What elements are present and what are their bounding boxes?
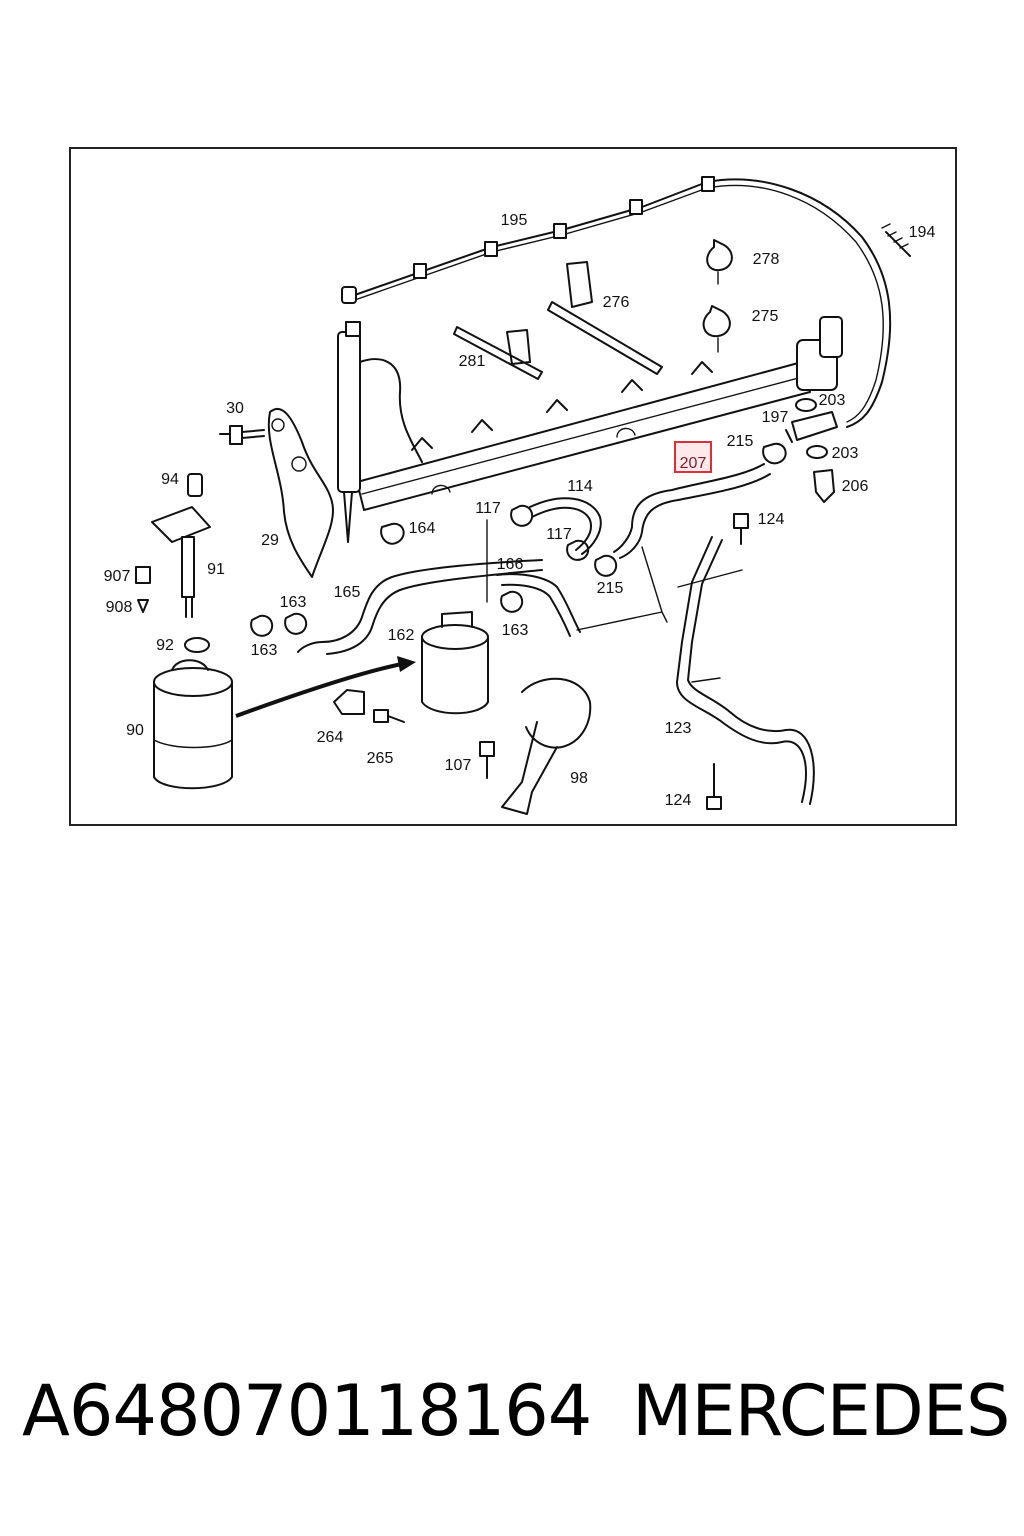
label-123: 123 xyxy=(665,720,692,737)
label-197: 197 xyxy=(762,409,789,426)
label-117-upper: 117 xyxy=(475,500,501,517)
injector xyxy=(337,321,423,543)
clamp-117a xyxy=(510,504,534,527)
highlight-box-207 xyxy=(674,441,712,473)
label-166: 166 xyxy=(497,556,524,573)
label-114: 114 xyxy=(567,478,593,495)
label-207-highlighted: 207 xyxy=(680,455,707,472)
brand-name: MERCEDES xyxy=(632,1370,1010,1452)
label-117-lower: 117 xyxy=(546,526,572,543)
label-163-upper: 163 xyxy=(280,594,307,611)
clamp-163a xyxy=(250,614,274,637)
label-92: 92 xyxy=(156,637,174,654)
hose-207 xyxy=(613,463,771,559)
parts-diagram: 195 194 278 276 275 281 30 203 197 215 2… xyxy=(69,147,957,826)
label-165: 165 xyxy=(334,584,361,601)
fittings-197-203-206 xyxy=(785,398,838,503)
label-203-lower: 203 xyxy=(832,445,859,462)
label-94: 94 xyxy=(161,471,179,488)
part-number: A648070118164 xyxy=(22,1370,592,1452)
label-91: 91 xyxy=(207,561,225,578)
bolt-30 xyxy=(219,425,265,445)
label-265: 265 xyxy=(367,750,394,767)
filter-housing-162 xyxy=(421,611,489,715)
label-90: 90 xyxy=(126,722,144,739)
label-907: 907 xyxy=(104,568,131,585)
leader-lines xyxy=(486,519,668,631)
clamp-117b xyxy=(566,539,590,561)
label-124-upper: 124 xyxy=(758,511,785,528)
label-124-lower: 124 xyxy=(665,792,692,809)
fuel-filter-90 xyxy=(153,659,233,790)
bolt-107 xyxy=(479,741,495,779)
clamp-215a xyxy=(762,442,787,465)
label-29: 29 xyxy=(261,532,279,549)
label-194: 194 xyxy=(909,224,936,241)
label-275: 275 xyxy=(752,308,779,325)
label-908: 908 xyxy=(106,599,133,616)
callout-labels: 195 194 278 276 275 281 30 203 197 215 2… xyxy=(104,212,936,809)
label-98: 98 xyxy=(570,770,588,787)
label-215-lower: 215 xyxy=(597,580,624,597)
bolt-265 xyxy=(373,709,405,723)
exploded-parts-drawing: 195 194 278 276 275 281 30 203 197 215 2… xyxy=(104,176,936,815)
clamp-278 xyxy=(706,239,733,285)
clamp-164 xyxy=(380,522,405,545)
leak-off-line-195 xyxy=(341,176,892,428)
clamp-163c xyxy=(500,590,524,613)
clamp-215b xyxy=(594,554,618,577)
pipe-123 xyxy=(676,536,815,805)
holder-98 xyxy=(501,677,592,815)
label-278: 278 xyxy=(753,251,780,268)
label-215-upper: 215 xyxy=(727,433,754,450)
label-281: 281 xyxy=(459,353,486,370)
label-264: 264 xyxy=(317,729,344,746)
holder-276 xyxy=(547,261,663,375)
arrow-to-162 xyxy=(235,656,416,718)
label-164: 164 xyxy=(409,520,436,537)
label-162: 162 xyxy=(388,627,415,644)
label-195: 195 xyxy=(501,212,528,229)
tie-281 xyxy=(453,326,543,380)
label-203-upper: 203 xyxy=(819,392,846,409)
fuel-rail xyxy=(356,316,843,511)
label-107: 107 xyxy=(445,757,472,774)
label-163-left: 163 xyxy=(251,642,278,659)
bolt-124a xyxy=(733,513,749,545)
label-163-right: 163 xyxy=(502,622,529,639)
footer-caption: A648070118164 MERCEDES xyxy=(0,1370,1024,1480)
bolt-124b xyxy=(706,763,722,810)
bracket-29 xyxy=(267,407,334,578)
clamp-163b xyxy=(284,612,308,635)
label-30: 30 xyxy=(226,400,244,417)
sensor-91 xyxy=(135,473,211,653)
bracket-264 xyxy=(333,689,365,715)
label-276: 276 xyxy=(603,294,630,311)
part-194 xyxy=(881,223,911,257)
clamp-275 xyxy=(702,305,731,353)
label-206: 206 xyxy=(842,478,869,495)
